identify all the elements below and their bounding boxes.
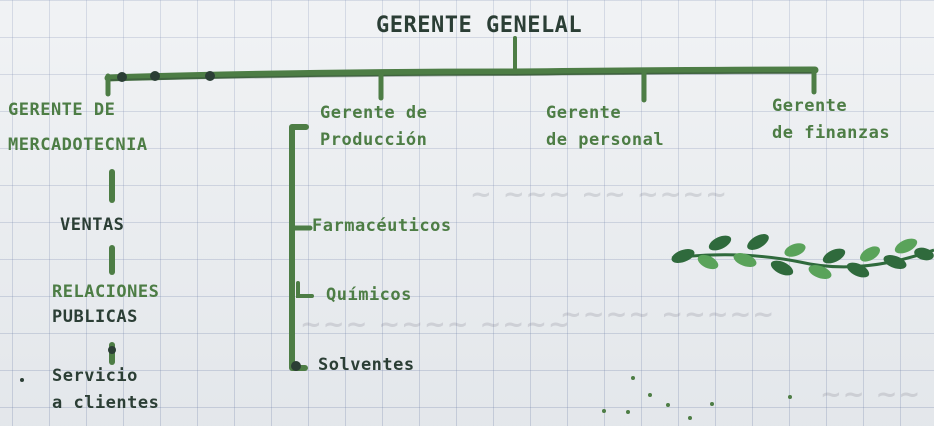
manager-production-line1: Gerente de [320, 103, 428, 123]
ink-dots [20, 376, 792, 420]
manager-personnel-line2: de personal [546, 130, 665, 151]
ghost-text: ~~~~ ~~~~~ [560, 300, 776, 330]
bar-joint [150, 71, 160, 81]
root-node-general-manager: GERENTE GENELAL [376, 13, 583, 38]
public-relations-line2: PUBLICAS [52, 307, 138, 328]
customer-service-line1: Servicio [52, 366, 138, 386]
customer-service-line2: a clientes [52, 393, 160, 414]
manager-personnel: Gerente de personal [546, 103, 664, 152]
marketing-sub-customer-service: Servicio a clientes [52, 366, 159, 415]
ghost-text: ~ ~~~ ~~ ~~~~ [470, 180, 729, 210]
production-sub-solvents: Solventes [318, 355, 415, 375]
bracket-tick [296, 281, 314, 298]
manager-marketing-line2: MERCADOTECNIA [8, 135, 148, 156]
bar-joint [205, 71, 215, 81]
manager-personnel-line1: Gerente [546, 103, 622, 123]
bar-joint [117, 72, 127, 82]
manager-production-line2: Producción [320, 130, 428, 151]
manager-marketing-line1: GERENTE DE [8, 100, 116, 120]
marketing-sub-public-relations: RELACIONES PUBLICAS [52, 282, 159, 329]
production-bracket [289, 124, 309, 371]
production-sub-chemical: Químicos [326, 285, 412, 305]
manager-finance-line2: de finanzas [772, 123, 891, 144]
ghost-text: ~~ ~~ [820, 380, 922, 410]
production-sub-pharmaceutical: Farmacéuticos [312, 216, 452, 236]
ghost-text: ~~~ ~~~~ ~~~~ [300, 310, 571, 340]
public-relations-line1: RELACIONES [52, 282, 160, 302]
manager-finance: Gerente de finanzas [772, 96, 890, 145]
manager-production: Gerente de Producción [320, 103, 427, 152]
manager-marketing: GERENTE DE MERCADOTECNIA [8, 100, 148, 157]
leaf-vine-icon [671, 234, 934, 279]
marketing-sub-sales: VENTAS [60, 215, 125, 235]
manager-finance-line1: Gerente [772, 96, 848, 116]
main-bar [104, 66, 819, 82]
main-bar-shadow [107, 72, 816, 81]
